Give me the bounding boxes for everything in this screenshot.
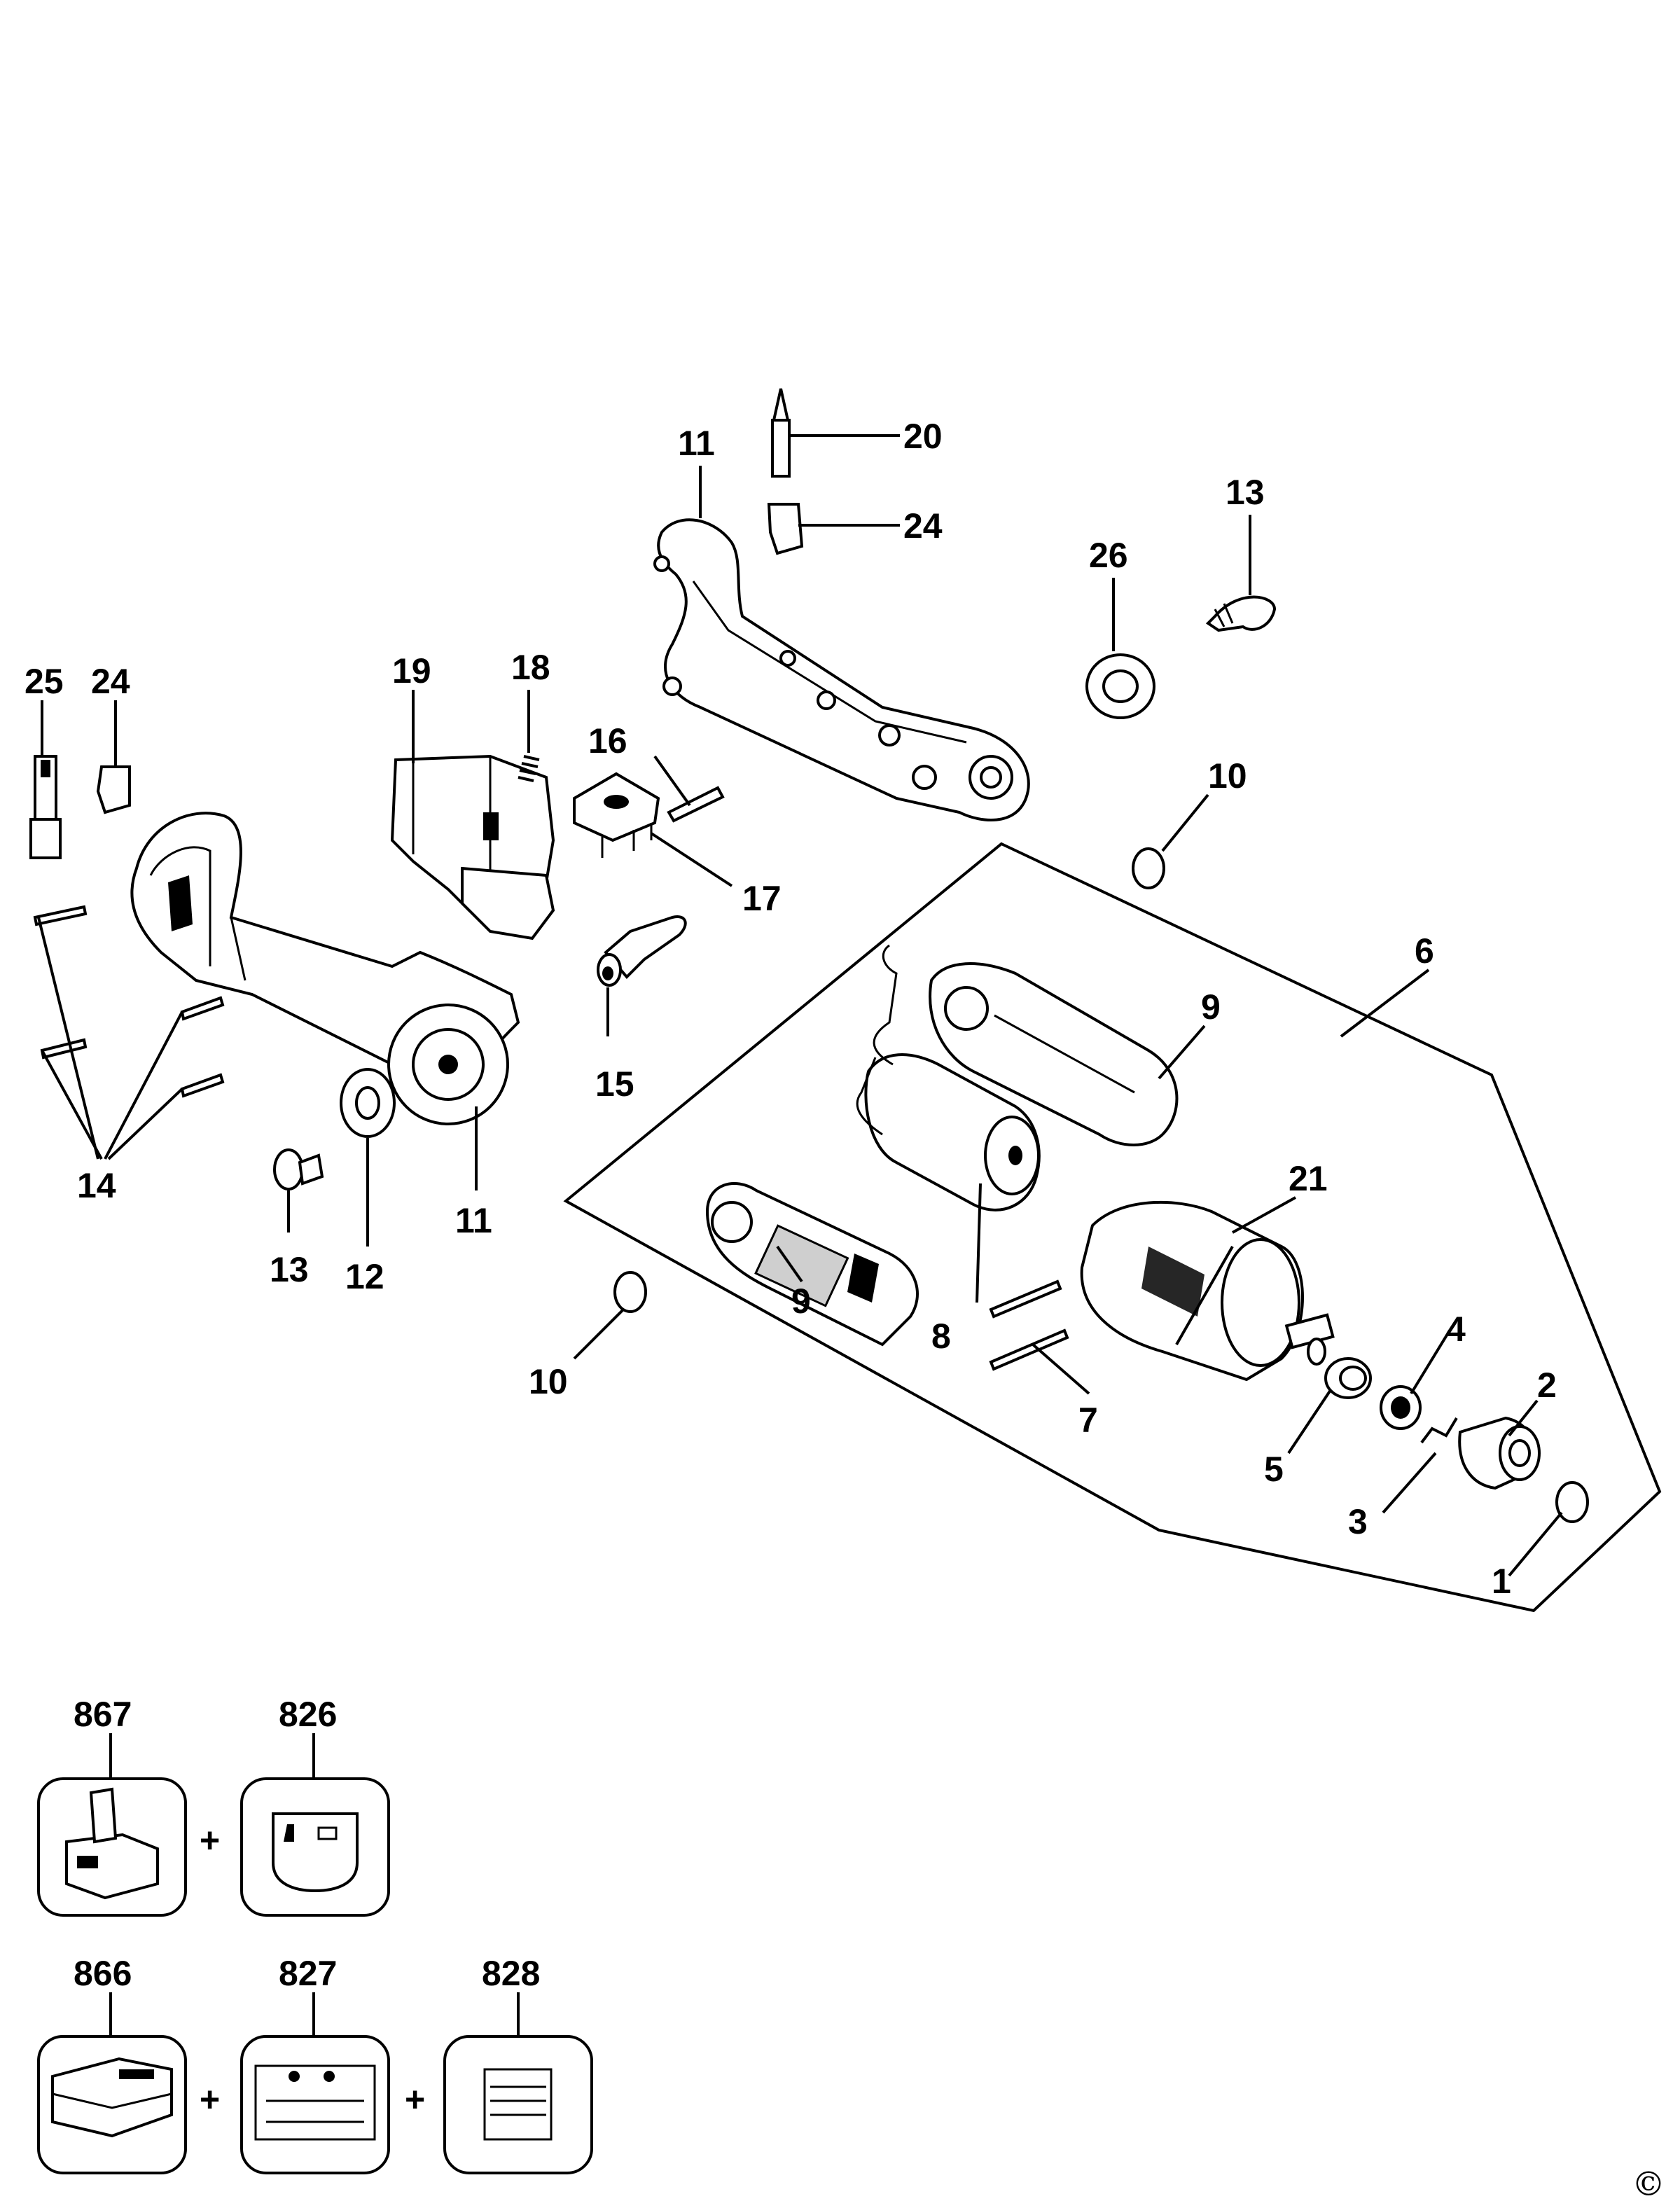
- clip-3-shape: [1420, 1417, 1458, 1444]
- pin-16-shape: [667, 786, 725, 823]
- plus-sign-2: +: [200, 2080, 220, 2119]
- label-part-24-top: 24: [903, 506, 943, 546]
- label-part-1: 1: [1492, 1562, 1511, 1601]
- label-part-10-right: 10: [1208, 756, 1247, 796]
- motor-8-shape: [856, 944, 1041, 1211]
- bearing-5-shape: [1324, 1357, 1372, 1399]
- label-kit-866: 866: [74, 1954, 132, 1993]
- gearbox-21-shape: [1080, 1200, 1335, 1382]
- housing-half-bottom-shape: [130, 812, 520, 1125]
- label-part-19: 19: [392, 651, 431, 690]
- kit-battery-867: 867: [37, 1695, 187, 1917]
- label-kit-828: 828: [482, 1954, 540, 1993]
- motor-housing-half-lower-shape: [705, 1182, 919, 1347]
- bit-clip-shape: [767, 503, 804, 555]
- label-part-16: 16: [588, 721, 627, 761]
- bit-clip-left-shape: [96, 765, 131, 814]
- kit-label-826: 826: [240, 1695, 390, 1917]
- label-part-8: 8: [931, 1317, 951, 1356]
- part-labels: 20 11 24 13 26 10 6 9 21 9 8 7 4 2 5 3 1…: [25, 417, 1557, 1601]
- washer-10-right-shape: [1132, 847, 1165, 889]
- label-part-5: 5: [1264, 1450, 1284, 1489]
- label-part-12: 12: [345, 1257, 384, 1296]
- label-part-26: 26: [1089, 536, 1128, 575]
- label-kit-827: 827: [279, 1954, 337, 1993]
- label-part-4: 4: [1446, 1310, 1466, 1349]
- collar-2-shape: [1458, 1416, 1541, 1490]
- label-part-6: 6: [1415, 931, 1434, 971]
- pins-7-shape: [989, 1279, 1069, 1371]
- washer-12-shape: [340, 1068, 396, 1138]
- leader-lines: [37, 434, 1563, 1577]
- kit-label-828: 828: [443, 1954, 593, 2174]
- label-part-21: 21: [1289, 1159, 1328, 1198]
- label-part-18: 18: [511, 648, 550, 687]
- screws-14-shape: [33, 905, 225, 1098]
- lever-15-shape: [597, 915, 687, 987]
- copyright-symbol: ©: [1632, 2165, 1665, 2204]
- screwdriver-bit-left-shape: [29, 755, 62, 859]
- spring-4-shape: [1380, 1385, 1422, 1430]
- washer-26-shape: [1085, 653, 1155, 719]
- washer-10-left-shape: [613, 1271, 647, 1313]
- label-kit-867: 867: [74, 1695, 132, 1734]
- label-part-14: 14: [77, 1166, 116, 1205]
- plus-sign-1: +: [200, 1821, 220, 1860]
- screw-13-top-shape: [1205, 595, 1277, 632]
- label-part-11-bottom: 11: [455, 1201, 492, 1240]
- label-part-10-left: 10: [529, 1362, 568, 1401]
- label-part-13-top: 13: [1226, 473, 1265, 512]
- washer-1-shape: [1555, 1481, 1589, 1523]
- spring-18-shape: [518, 755, 540, 782]
- screw-13-lower-shape: [273, 1148, 324, 1190]
- label-part-7: 7: [1078, 1401, 1098, 1440]
- label-part-15: 15: [595, 1064, 634, 1104]
- label-part-9-upper: 9: [1201, 987, 1221, 1027]
- label-part-13-bottom: 13: [270, 1250, 309, 1289]
- label-part-25: 25: [25, 662, 64, 701]
- selector-17-shape: [573, 772, 660, 858]
- label-part-20: 20: [903, 417, 943, 456]
- plus-sign-3: +: [405, 2080, 425, 2119]
- label-part-17: 17: [742, 879, 782, 918]
- label-part-9-lower: 9: [791, 1282, 811, 1321]
- label-part-11-top: 11: [678, 424, 715, 463]
- label-part-2: 2: [1537, 1366, 1557, 1405]
- motor-assembly-boundary: [563, 842, 1662, 1613]
- label-kit-826: 826: [279, 1695, 337, 1734]
- screwdriver-bit-shape: [771, 388, 791, 478]
- label-part-3: 3: [1348, 1502, 1368, 1541]
- kit-charger-866: 866: [37, 1954, 187, 2174]
- kit-label-827: 827: [240, 1954, 390, 2174]
- motor-housing-half-upper-shape: [929, 962, 1179, 1146]
- switch-module-shape: [390, 754, 555, 940]
- housing-half-top-shape: [653, 518, 1030, 822]
- label-part-24-left: 24: [91, 662, 130, 701]
